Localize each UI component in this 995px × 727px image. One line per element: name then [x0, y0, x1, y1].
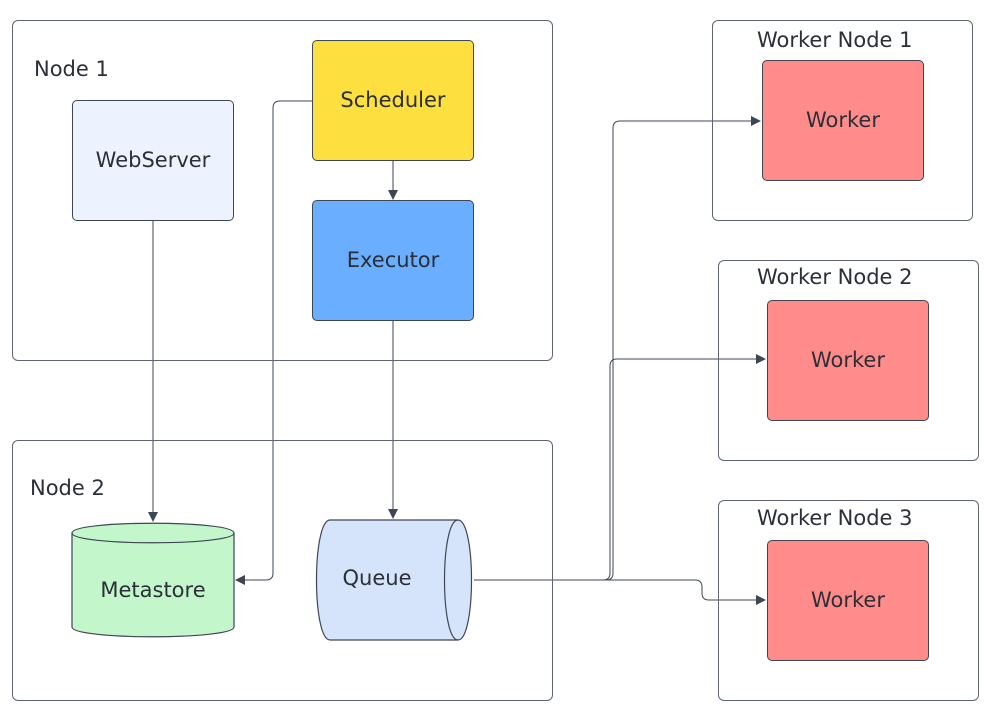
- queue-label: Queue: [342, 565, 412, 590]
- node1-label: Node 1: [34, 57, 109, 81]
- edge-scheduler-to-metastore: [235, 100, 312, 585]
- worker-node3-label: Worker Node 3: [757, 506, 913, 530]
- metastore-shape[interactable]: [71, 522, 235, 638]
- queue-shape[interactable]: [315, 519, 473, 641]
- scheduler-label: Scheduler: [340, 88, 446, 112]
- worker-node2-container: [718, 260, 979, 461]
- webserver-label: WebServer: [95, 148, 211, 172]
- worker3-label: Worker: [811, 588, 885, 612]
- worker-node3-container: [718, 500, 979, 701]
- queue-node[interactable]: Queue: [312, 548, 442, 608]
- executor-node[interactable]: Executor: [312, 200, 474, 321]
- worker-node1-container: [712, 20, 973, 221]
- worker3-node[interactable]: Worker: [767, 540, 929, 661]
- worker2-node[interactable]: Worker: [767, 300, 929, 421]
- metastore-node[interactable]: Metastore: [72, 560, 234, 620]
- metastore-label: Metastore: [100, 577, 206, 602]
- scheduler-node[interactable]: Scheduler: [312, 40, 474, 161]
- worker1-node[interactable]: Worker: [762, 60, 924, 181]
- node1-container: [12, 20, 553, 361]
- webserver-node[interactable]: WebServer: [72, 100, 234, 221]
- worker2-label: Worker: [811, 348, 885, 372]
- worker1-label: Worker: [806, 108, 880, 132]
- node2-container: [12, 440, 553, 701]
- worker-node2-label: Worker Node 2: [757, 265, 913, 289]
- node2-label: Node 2: [30, 476, 105, 500]
- worker-node1-label: Worker Node 1: [757, 28, 913, 52]
- edge-queue-to-worker3: [474, 579, 766, 605]
- executor-label: Executor: [346, 248, 440, 272]
